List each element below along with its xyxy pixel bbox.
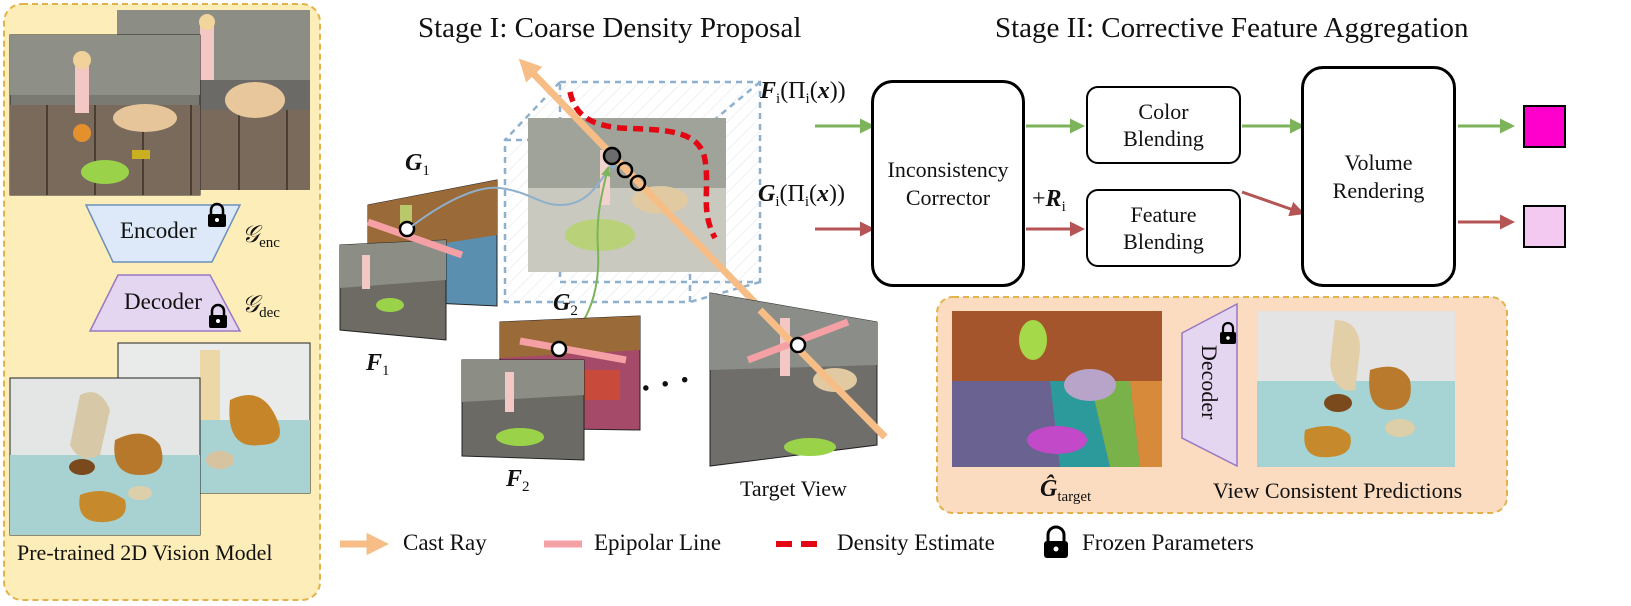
view-1-image [339, 239, 447, 341]
feature-to-volume-arrow [1241, 190, 1305, 217]
target-sample-point [789, 336, 807, 354]
g1-label: G1 [405, 150, 430, 179]
lock-icon [1220, 321, 1236, 344]
ray-sample-point [616, 161, 634, 179]
view-2-image [461, 359, 585, 461]
legend-cast-ray: Cast Ray [403, 530, 487, 555]
bottom-decoder-block [1181, 302, 1238, 468]
target-view-caption: Target View [740, 476, 847, 501]
color-input-label: Fi(Πi(x)) [760, 78, 846, 107]
pretrained-model-caption: Pre-trained 2D Vision Model [17, 540, 273, 565]
ray-sample-point [602, 146, 622, 166]
view-1-epipolar-line [366, 218, 464, 259]
legend-epipolar-line: Epipolar Line [594, 530, 722, 555]
f2-label: F2 [506, 466, 530, 495]
f1-label: F1 [366, 350, 390, 379]
stage-2-title: Stage II: Corrective Feature Aggregation [995, 12, 1469, 44]
view-consistent-image [1257, 311, 1455, 467]
lock-icon [1044, 525, 1068, 558]
lock-icon [209, 303, 227, 328]
view-1-sample-point [398, 220, 416, 238]
decoder-block [88, 274, 242, 332]
view-2-sample-point [550, 340, 568, 358]
target-cast-ray [757, 307, 888, 440]
view-2-epipolar-line [519, 337, 627, 364]
residual-label: +Ri [1032, 186, 1066, 215]
ray-sample-point [629, 174, 647, 192]
predicted-feature-front [9, 377, 201, 536]
stage-1-title: Stage I: Coarse Density Proposal [418, 12, 802, 44]
encoder-block [84, 204, 242, 263]
target-view-image [709, 292, 878, 467]
decoder-label: Decoder [124, 289, 202, 314]
encoder-label: Encoder [120, 218, 197, 243]
g-target-label: Ĝtarget [1040, 476, 1092, 505]
legend-density-estimate: Density Estimate [837, 530, 995, 555]
g2-label: G2 [553, 290, 578, 319]
decoder-symbol: 𝒢dec [242, 292, 280, 321]
legend-frozen-parameters: Frozen Parameters [1082, 530, 1254, 555]
target-feature-map [952, 311, 1162, 467]
lock-icon [208, 202, 226, 227]
color-output-swatch [1523, 105, 1566, 148]
encoder-symbol: 𝒢enc [242, 222, 280, 251]
view-consistent-caption: View Consistent Predictions [1213, 478, 1463, 503]
density-estimate-curve [567, 91, 718, 240]
feature-input-label: Gi(Πi(x)) [758, 181, 845, 210]
feature-output-swatch [1523, 205, 1566, 248]
view-1-projection-line [411, 158, 617, 227]
input-photo-front [9, 34, 201, 196]
bottom-decoder-label: Decoder [1197, 345, 1222, 420]
